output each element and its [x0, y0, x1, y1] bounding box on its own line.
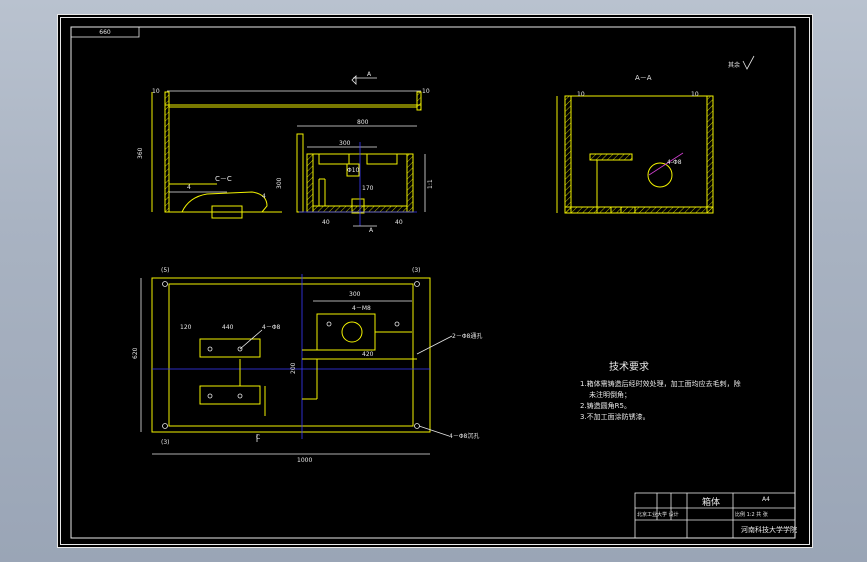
svg-text:Φ10: Φ10 [347, 167, 360, 174]
section-arrow-top: A [367, 71, 372, 78]
svg-text:420: 420 [362, 351, 374, 358]
school-name: 河南科技大学学院 [741, 525, 797, 534]
drawing-canvas: 660 其余 10 10 360 4 C－C 4 300 Φ10 170 [57, 14, 813, 548]
svg-text:300: 300 [349, 291, 361, 298]
svg-text:360: 360 [137, 147, 144, 159]
svg-text:(5): (5) [161, 267, 170, 274]
bore-label: 4－M8 [352, 305, 371, 312]
drawing-code: 660 [99, 29, 111, 36]
drawing-frame [70, 26, 796, 539]
roughness-label: 其余 [728, 61, 740, 69]
notes-line-4: 3.不加工面涂防锈漆。 [580, 412, 650, 421]
svg-text:1:1: 1:1 [427, 179, 434, 189]
svg-text:300: 300 [339, 140, 351, 147]
notes-heading: 技术要求 [609, 360, 649, 373]
sheet-size: A4 [762, 496, 770, 503]
hole-label-1: 4－Φ8 [262, 324, 281, 331]
code-box [70, 26, 140, 38]
svg-text:440: 440 [222, 324, 234, 331]
svg-text:4-Φ8: 4-Φ8 [667, 159, 682, 166]
sheet-border-outer [57, 14, 813, 548]
front-view-label: C－C [215, 175, 232, 183]
svg-text:200: 200 [290, 362, 297, 374]
part-name: 箱体 [702, 496, 720, 508]
svg-text:4: 4 [262, 193, 266, 200]
hole-label-3: 4－Φ8沉孔 [449, 432, 479, 440]
svg-text:40: 40 [322, 219, 330, 226]
front-section-view: 10 10 360 4 C－C 4 300 Φ10 170 800 3 [137, 71, 434, 234]
svg-text:10: 10 [152, 88, 160, 95]
designer-row: 北京工业大学 设计 [637, 511, 679, 518]
svg-text:120: 120 [180, 324, 192, 331]
small-note: 比例 1:2 共 张 [735, 511, 768, 518]
notes-line-3: 2.铸造圆角R5。 [580, 401, 631, 410]
svg-text:10: 10 [577, 91, 585, 98]
side-section-view: A－A 4-Φ8 10 10 [556, 74, 714, 214]
hole-label-2: 2－Φ8通孔 [452, 332, 482, 340]
svg-text:(3): (3) [161, 439, 170, 446]
svg-text:170: 170 [362, 185, 374, 192]
svg-text:(3): (3) [412, 267, 421, 274]
sheet-border-inner [60, 17, 810, 545]
plan-height-dim: 620 [132, 347, 139, 359]
notes-line-1: 1.箱体需铸造后经时效处理，加工面均应去毛刺，除 [580, 379, 741, 388]
svg-text:300: 300 [276, 177, 283, 189]
svg-text:10: 10 [691, 91, 699, 98]
roughness-icon [742, 55, 755, 70]
technical-notes: 技术要求 1.箱体需铸造后经时效处理，加工面均应去毛刺，除 未注明倒角； 2.铸… [580, 360, 741, 421]
svg-text:40: 40 [395, 219, 403, 226]
cad-viewport[interactable]: 660 其余 10 10 360 4 C－C 4 300 Φ10 170 [57, 14, 813, 548]
svg-text:10: 10 [422, 88, 430, 95]
notes-line-2: 未注明倒角； [589, 390, 631, 399]
side-view-label: A－A [635, 74, 652, 82]
svg-text:4: 4 [187, 184, 191, 191]
svg-text:A: A [369, 227, 374, 234]
title-block: 箱体 A4 北京工业大学 设计 比例 1:2 共 张 河南科技大学学院 [634, 492, 797, 539]
svg-text:C: C [256, 434, 260, 441]
plan-view: (5) (3) (3) 1000 620 440 120 4－Φ8 300 4－… [132, 267, 482, 464]
front-width-dim: 800 [357, 119, 369, 126]
plan-width-dim: 1000 [297, 457, 312, 464]
